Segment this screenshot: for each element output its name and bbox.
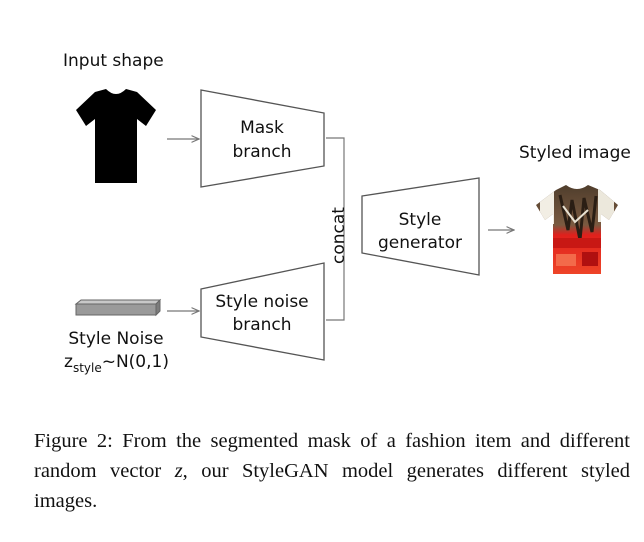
styled-image-label: Styled image	[519, 143, 631, 163]
input-tshirt-icon	[76, 89, 156, 183]
generator-label-line2: generator	[378, 233, 462, 253]
mask-branch-label-line2: branch	[232, 142, 291, 162]
style-generator-block	[361, 177, 480, 276]
architecture-diagram: Input shape Mask branch Style Noise zsty…	[63, 51, 631, 375]
generator-label-line1: Style	[399, 210, 442, 230]
style-noise-branch-block	[200, 262, 325, 361]
noise-vector-icon	[74, 298, 162, 317]
noise-formula: zstyle~N(0,1)	[64, 352, 169, 375]
styled-tshirt-image	[536, 185, 618, 274]
concat-label: concat	[329, 207, 349, 264]
noise-branch-label-line1: Style noise	[215, 292, 308, 312]
figure-caption: Figure 2: From the segmented mask of a f…	[34, 430, 630, 512]
mask-branch-label-line1: Mask	[240, 118, 284, 138]
concat-bracket	[326, 137, 345, 321]
style-noise-label: Style Noise	[68, 329, 163, 349]
noise-branch-label-line2: branch	[232, 315, 291, 335]
input-shape-label: Input shape	[63, 51, 164, 71]
mask-branch-block	[200, 89, 325, 188]
